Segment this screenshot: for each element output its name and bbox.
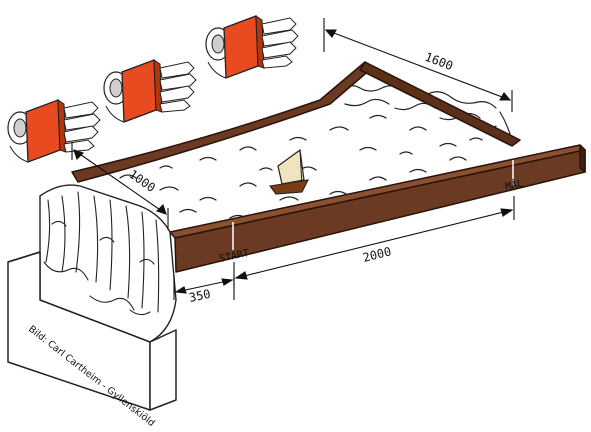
dimension-1600-label: 1600	[423, 50, 455, 73]
overflow-waterfall	[39, 184, 177, 343]
boat-sail	[277, 148, 305, 185]
dimension-1600	[323, 18, 513, 112]
dimension-1000	[71, 142, 169, 230]
concrete-block	[7, 251, 177, 411]
boat-hull	[269, 179, 309, 195]
dimension-350	[173, 276, 235, 300]
finish-label: MÅL	[504, 176, 524, 192]
dimension-2000	[233, 196, 515, 288]
dimension-2000-label: 2000	[361, 244, 392, 265]
fan-unit-3	[205, 15, 299, 79]
dimension-350-label: 350	[188, 287, 212, 305]
sailboat	[269, 148, 309, 195]
fan-unit-1	[7, 99, 101, 163]
fan-unit-2	[103, 59, 197, 123]
